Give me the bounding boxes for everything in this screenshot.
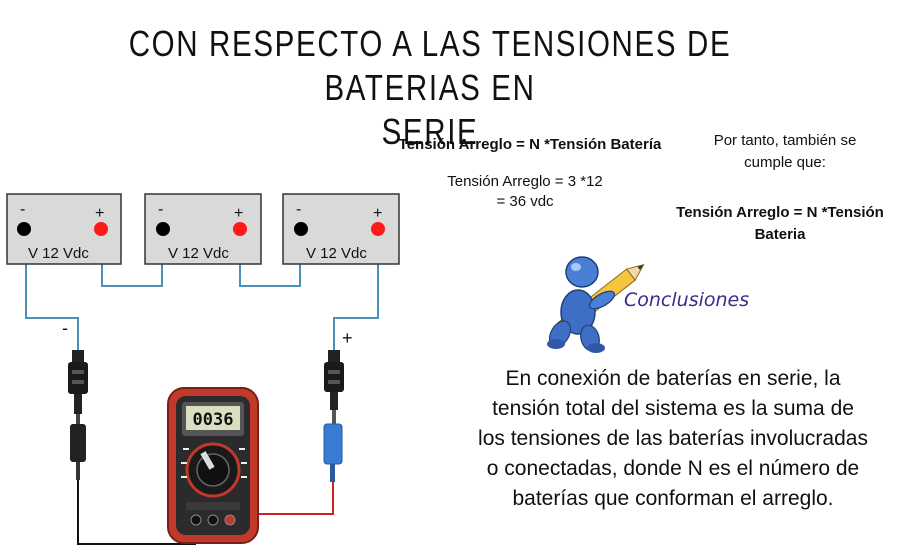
- figure-head: [565, 256, 599, 288]
- side-note: Por tanto, también se cumple que:: [700, 130, 870, 174]
- meter-jack-com: [190, 514, 202, 526]
- battery-neg-sign: -: [296, 201, 301, 218]
- formula-calculation: Tensión Arreglo = 3 *12 = 36 vdc: [420, 172, 630, 212]
- figure-body: [560, 289, 596, 335]
- meter-jack-v: [207, 514, 219, 526]
- battery-neg-sign: -: [20, 201, 25, 218]
- positive-connector: [324, 350, 344, 424]
- battery-3: - + V 12 Vdc: [282, 193, 400, 265]
- positive-probe: [323, 423, 343, 482]
- formula-calc-line-1: Tensión Arreglo = 3 *12: [447, 173, 603, 190]
- page-title: CON RESPECTO A LAS TENSIONES DE BATERIAS…: [110, 22, 750, 154]
- positive-terminal: [371, 222, 385, 236]
- formula-general: Tensión Arreglo = N *Tensión Batería: [398, 136, 662, 153]
- wire-battery1-to-battery2: [101, 262, 163, 287]
- battery-2: - + V 12 Vdc: [144, 193, 262, 265]
- battery-pos-sign: +: [234, 205, 243, 222]
- wire-battery2-to-battery3: [239, 262, 301, 287]
- negative-connector: [68, 350, 88, 424]
- battery-label: V 12 Vdc: [28, 245, 89, 262]
- negative-probe: [70, 424, 86, 480]
- formula-calc-line-2: = 36 vdc: [496, 193, 554, 210]
- battery-pos-sign: +: [95, 205, 104, 222]
- meter-jack-a: [224, 514, 236, 526]
- negative-terminal: [17, 222, 31, 236]
- side-note-line-2: cumple que:: [744, 154, 826, 171]
- battery-label: V 12 Vdc: [168, 245, 229, 262]
- battery-label: V 12 Vdc: [306, 245, 367, 262]
- side-formula-line-1: Tensión Arreglo = N *Tensión: [676, 204, 884, 221]
- wire-negative-lead: [25, 262, 79, 350]
- negative-terminal: [156, 222, 170, 236]
- probe-wire-red: [232, 482, 334, 515]
- meter-dial: [196, 453, 230, 487]
- figure-arm: [588, 290, 616, 310]
- wires: [25, 262, 379, 350]
- title-line-2: SERIE: [381, 111, 479, 152]
- battery-neg-sign: -: [158, 201, 163, 218]
- meter-display: [186, 406, 240, 430]
- conclusions-label: Conclusiones: [624, 289, 749, 311]
- meter-reading: 0036: [193, 410, 234, 430]
- positive-terminal: [233, 222, 247, 236]
- positive-terminal: [94, 222, 108, 236]
- multimeter: 0036: [167, 387, 259, 544]
- conclusions-mascot: Conclusiones: [547, 256, 749, 353]
- battery-pos-sign: +: [373, 205, 382, 222]
- side-formula: Tensión Arreglo = N *Tensión Bateria: [660, 202, 900, 246]
- lead-negative-sign: -: [62, 318, 68, 338]
- side-formula-line-2: Bateria: [754, 226, 806, 243]
- conclusion-text: En conexión de baterías en serie, la ten…: [478, 367, 868, 510]
- side-note-line-1: Por tanto, también se: [713, 132, 857, 149]
- title-line-1: CON RESPECTO A LAS TENSIONES DE BATERIAS…: [128, 23, 732, 108]
- wire-positive-lead: [333, 262, 379, 350]
- negative-terminal: [294, 222, 308, 236]
- lead-positive-sign: +: [342, 328, 353, 348]
- battery-1: - + V 12 Vdc: [6, 193, 122, 265]
